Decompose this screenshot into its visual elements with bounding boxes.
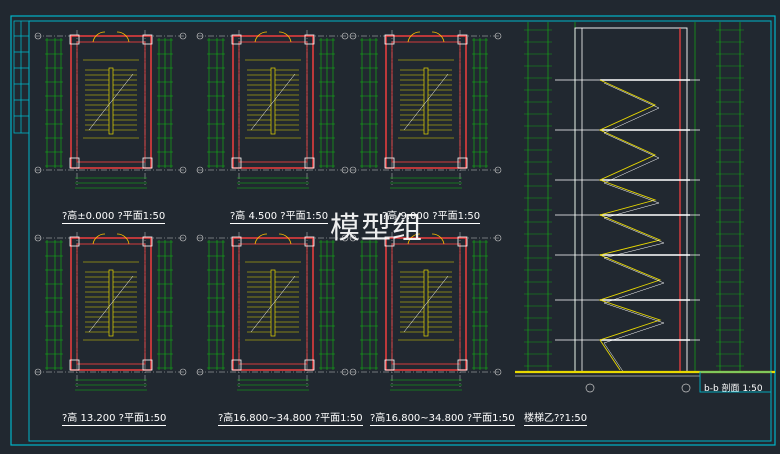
section-right-title: b-b 剖面 1:50 [704,384,763,394]
plan-title-0000: ?高±0.000 ?平面1:50 [62,211,166,224]
watermark-text: 模型组 [330,211,423,246]
title-block-strip [13,20,30,134]
plan-title-16800a: ?高16.800~34.800 ?平面1:50 [218,413,363,426]
floor-plan-plan-9000 [349,30,502,189]
inner-frame [28,20,772,442]
plan-title-13200: ?高 13.200 ?平面1:50 [62,413,167,426]
floor-plan-plan-13200 [34,232,187,391]
floor-plan-plan-16800b [349,232,502,391]
stair-section-layer [515,22,775,393]
outer-frame [10,15,776,446]
floor-plan-plan-4500 [196,30,349,189]
section-title-box [699,371,772,393]
section-left-title: 楼梯乙??1:50 [524,413,588,426]
plan-title-16800b: ?高16.800~34.800 ?平面1:50 [370,413,515,426]
floor-plan-plan-16800a [196,232,349,391]
floor-plan-plan-0000 [34,30,187,189]
floor-plans-layer [34,30,502,391]
plan-title-9000: ?高 9.000 ?平面1:50 [382,211,481,224]
plan-title-4500: ?高 4.500 ?平面1:50 [230,211,329,224]
